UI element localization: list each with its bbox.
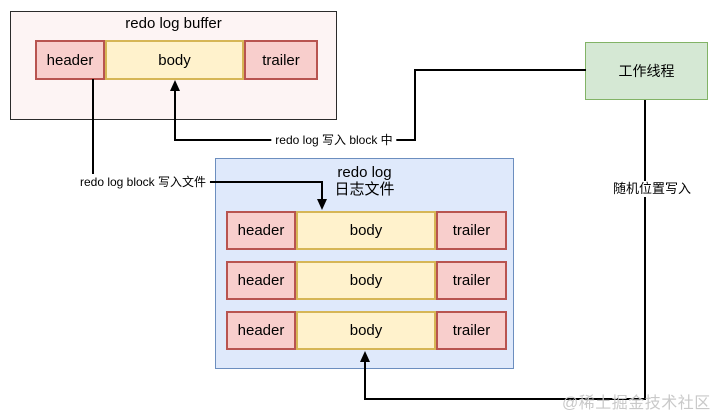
row2-trailer-cell: trailer bbox=[436, 261, 507, 300]
connector-worker-horizontal bbox=[415, 69, 586, 71]
connector-bottom-horizontal bbox=[365, 398, 646, 400]
arrow-up-into-buffer-body-icon bbox=[170, 80, 180, 91]
row3-body-cell: body bbox=[296, 311, 436, 350]
connector-up-into-row3-vertical bbox=[364, 359, 366, 400]
redo-log-buffer-box: redo log buffer header body trailer bbox=[10, 11, 337, 120]
worker-thread-box: 工作线程 bbox=[585, 42, 708, 100]
buffer-trailer-cell: trailer bbox=[244, 40, 318, 80]
redo-log-file-title-line1: redo log bbox=[337, 164, 392, 181]
arrow-down-into-log-file-icon bbox=[317, 199, 327, 210]
row3-header-cell: header bbox=[226, 311, 296, 350]
row1-header-cell: header bbox=[226, 211, 296, 250]
connector-worker-down-vertical bbox=[644, 100, 646, 400]
random-write-label: 随机位置写入 bbox=[608, 181, 696, 197]
block-to-file-label: redo log block 写入文件 bbox=[75, 174, 211, 190]
arrow-up-into-row3-body-icon bbox=[360, 351, 370, 362]
row3-trailer-cell: trailer bbox=[436, 311, 507, 350]
connector-worker-corner-vertical bbox=[414, 69, 416, 141]
write-to-block-label: redo log 写入 block 中 bbox=[271, 132, 397, 148]
row1-trailer-cell: trailer bbox=[436, 211, 507, 250]
row1-body-cell: body bbox=[296, 211, 436, 250]
connector-to-buffer-vertical bbox=[174, 88, 176, 141]
connector-label-to-file-horizontal bbox=[205, 181, 323, 183]
connector-header-down-vertical bbox=[92, 79, 94, 176]
row2-header-cell: header bbox=[226, 261, 296, 300]
row2-body-cell: body bbox=[296, 261, 436, 300]
worker-thread-label: 工作线程 bbox=[618, 63, 675, 79]
watermark: @稀土掘金技术社区 bbox=[562, 395, 711, 412]
redo-log-file-title-line2: 日志文件 bbox=[334, 181, 395, 198]
buffer-body-cell: body bbox=[105, 40, 244, 80]
redo-log-buffer-title: redo log buffer bbox=[125, 15, 222, 32]
connector-into-file-vertical bbox=[321, 181, 323, 201]
buffer-header-cell: header bbox=[35, 40, 105, 80]
redo-log-file-box: redo log 日志文件 header body trailer header… bbox=[215, 158, 514, 369]
